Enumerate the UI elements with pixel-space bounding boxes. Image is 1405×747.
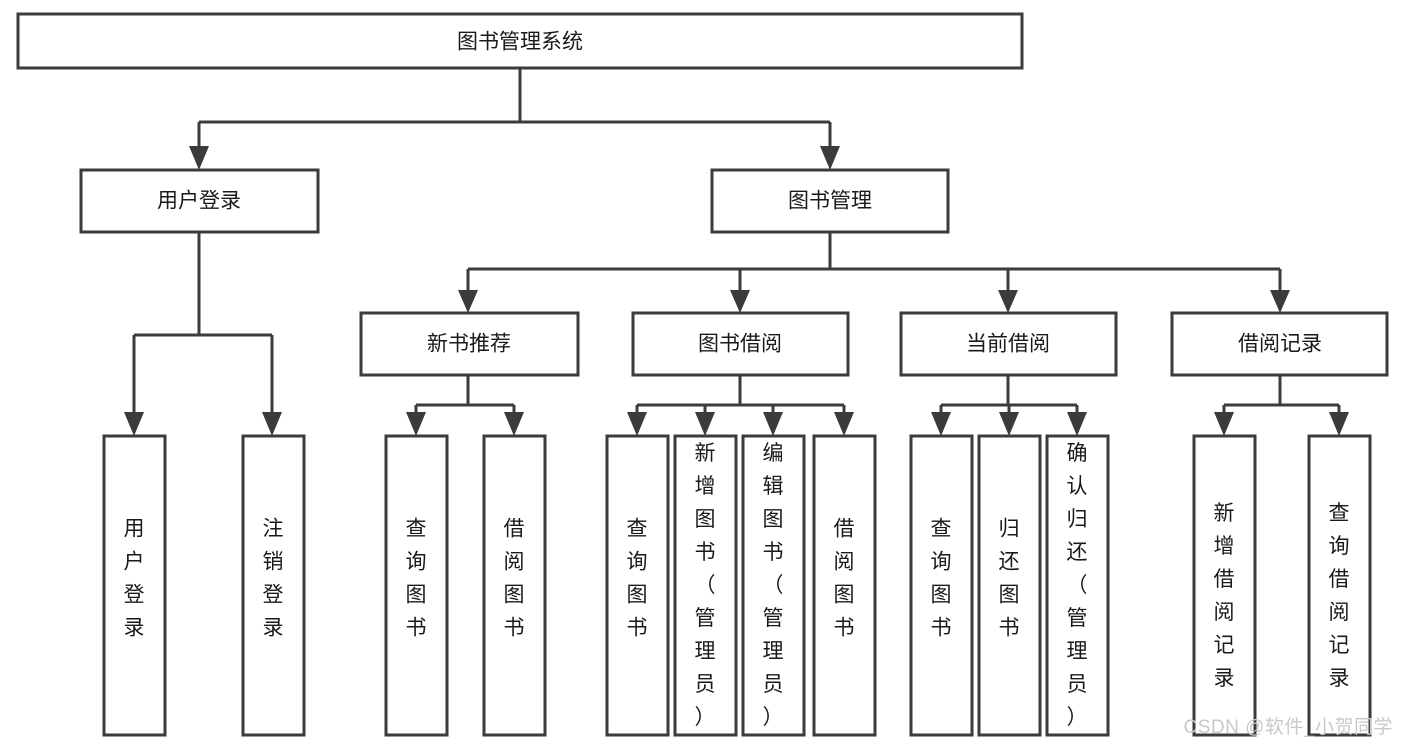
node-root-label: 图书管理系统 [457,31,583,54]
leaf-current-return[interactable]: 归还图书 [977,434,1042,737]
node-user-login-label: 用户登录 [157,190,241,213]
node-current-borrow[interactable]: 当前借阅 [899,311,1118,377]
leaf-current-query[interactable]: 查询图书 [909,434,974,737]
node-book-borrow-label: 图书借阅 [698,333,782,356]
arrowhead-borrow-leaf1 [627,412,647,436]
leaf-current-confirm-box[interactable] [1045,434,1110,737]
arrowhead-borrow [730,290,750,313]
leaf-current-confirm-label: 确认归还（管理员） [1067,442,1088,729]
node-book-management-label: 图书管理 [788,190,872,213]
leaf-records-query-box[interactable] [1307,434,1372,737]
leaf-records-query-label: 查询借阅记录 [1329,502,1350,690]
leaf-newbook-borrow[interactable]: 借阅图书 [482,434,547,737]
leaf-current-return-box[interactable] [977,434,1042,737]
arrowhead-leaf-user-login [124,412,144,436]
leaf-newbook-query-box[interactable] [384,434,449,737]
leaf-borrow-add-box[interactable] [673,434,738,737]
node-borrow-records[interactable]: 借阅记录 [1170,311,1389,377]
node-book-borrow-box[interactable] [631,311,850,377]
leaf-records-add[interactable]: 新增借阅记录 [1192,434,1257,737]
leaf-borrow-book-box[interactable] [812,434,877,737]
arrowhead-book-mgmt [820,146,840,170]
leaf-logout[interactable]: 注销登录 [241,434,306,737]
arrowhead-current-leaf1 [931,412,951,436]
arrowhead-records-leaf1 [1214,412,1234,436]
arrowhead-user-login [189,146,209,170]
leaf-newbook-borrow-label: 借阅图书 [504,518,525,640]
arrowhead-borrow-leaf2 [695,412,715,436]
leaf-borrow-edit[interactable]: 编辑图书（管理员） [741,434,806,737]
leaf-borrow-query[interactable]: 查询图书 [605,434,670,737]
node-user-login-box[interactable] [79,168,320,234]
arrowhead-current-leaf3 [1067,412,1087,436]
arrowhead-current [998,290,1018,313]
leaf-borrow-edit-box[interactable] [741,434,806,737]
leaf-borrow-add[interactable]: 新增图书（管理员） [673,434,738,737]
node-new-book-recommend-box[interactable] [359,311,580,377]
node-new-book-recommend[interactable]: 新书推荐 [359,311,580,377]
leaf-current-return-label: 归还图书 [999,518,1020,640]
leaf-user-login-label: 用户登录 [124,518,145,640]
leaf-current-confirm[interactable]: 确认归还（管理员） [1045,434,1110,737]
node-user-login[interactable]: 用户登录 [79,168,320,234]
arrowhead-newbook-leaf1 [406,412,426,436]
connector-group [124,68,1349,436]
leaf-current-query-box[interactable] [909,434,974,737]
leaf-logout-label: 注销登录 [263,518,284,640]
leaf-newbook-borrow-box[interactable] [482,434,547,737]
leaf-newbook-query[interactable]: 查询图书 [384,434,449,737]
node-root[interactable]: 图书管理系统 [16,12,1024,70]
leaf-borrow-book-label: 借阅图书 [834,518,855,640]
leaf-records-add-label: 新增借阅记录 [1214,502,1235,690]
arrowhead-leaf-logout [262,412,282,436]
arrowhead-borrow-leaf3 [763,412,783,436]
node-book-management[interactable]: 图书管理 [710,168,950,234]
leaf-borrow-edit-label: 编辑图书（管理员） [763,442,784,729]
arrowhead-newbook-leaf2 [504,412,524,436]
node-book-management-box[interactable] [710,168,950,234]
node-borrow-records-box[interactable] [1170,311,1389,377]
node-current-borrow-label: 当前借阅 [966,333,1050,356]
leaf-logout-box[interactable] [241,434,306,737]
leaf-current-query-label: 查询图书 [931,518,952,640]
leaf-borrow-query-label: 查询图书 [627,518,648,640]
arrowhead-borrow-leaf4 [834,412,854,436]
node-book-borrow[interactable]: 图书借阅 [631,311,850,377]
leaf-newbook-query-label: 查询图书 [406,518,427,640]
leaf-records-query[interactable]: 查询借阅记录 [1307,434,1372,737]
arrowhead-records-leaf2 [1329,412,1349,436]
node-root-box[interactable] [16,12,1024,70]
leaf-borrow-add-label: 新增图书（管理员） [695,442,716,729]
leaf-borrow-book[interactable]: 借阅图书 [812,434,877,737]
arrowhead-records [1270,290,1290,313]
arrowhead-current-leaf2 [999,412,1019,436]
leaf-user-login-box[interactable] [102,434,167,737]
arrowhead-new-book [458,290,478,313]
node-current-borrow-box[interactable] [899,311,1118,377]
leaf-records-add-box[interactable] [1192,434,1257,737]
node-borrow-records-label: 借阅记录 [1238,333,1322,356]
leaf-user-login[interactable]: 用户登录 [102,434,167,737]
node-new-book-recommend-label: 新书推荐 [427,333,511,356]
leaf-borrow-query-box[interactable] [605,434,670,737]
